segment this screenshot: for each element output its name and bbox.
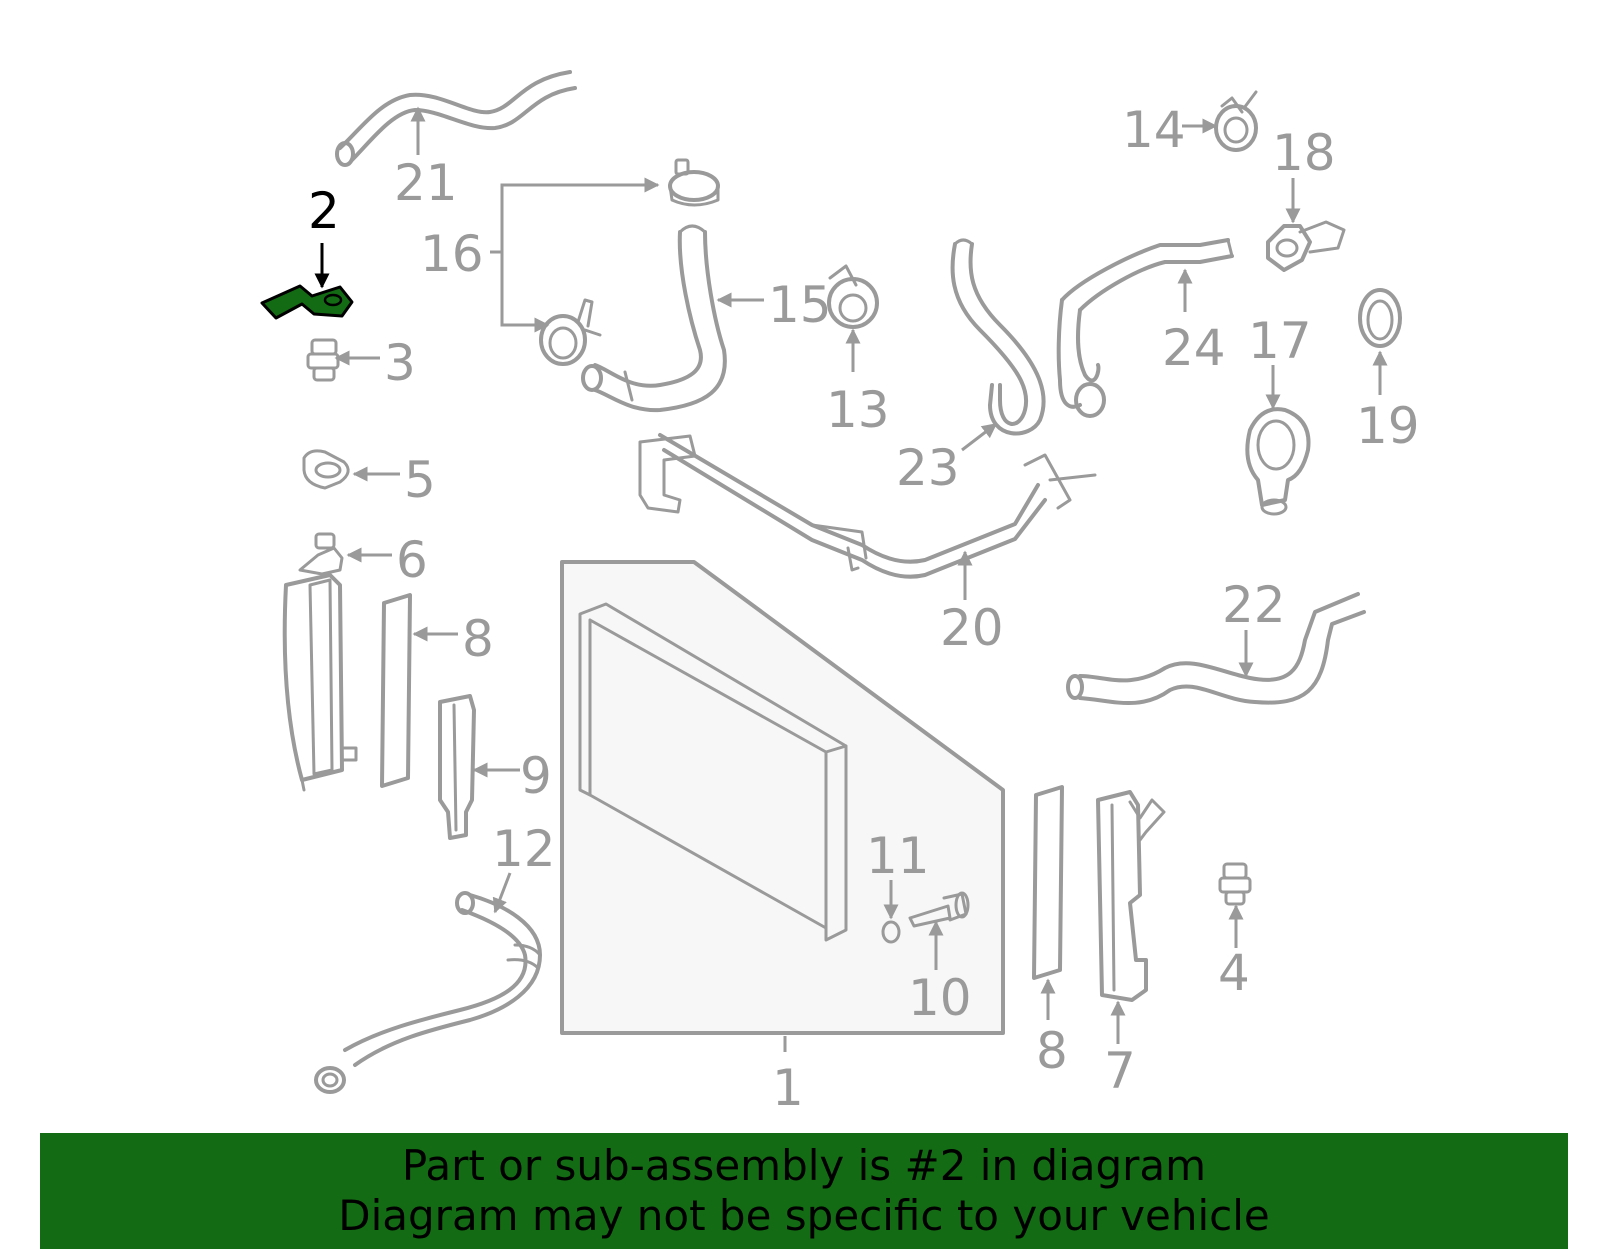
callout-5: 5 [404,451,436,509]
part-10-drain-cock[interactable] [908,891,970,928]
part-12-lower-hose[interactable] [314,891,542,1094]
callout-16: 16 [420,225,484,283]
callout-17: 17 [1248,312,1312,370]
part-15-hose[interactable] [581,224,727,413]
callout-3: 3 [384,334,416,392]
parts-diagram: 21 2 3 5 6 8 9 [260,70,1420,1117]
callout-8-left: 8 [462,610,494,668]
callout-9: 9 [520,747,552,805]
part-23-hose[interactable] [950,238,1046,436]
callout-12: 12 [492,820,556,878]
info-banner: Part or sub-assembly is #2 in diagram Di… [40,1133,1568,1249]
part-17-outlet[interactable] [1245,407,1311,516]
part-11-oring[interactable] [881,920,901,944]
callout-15: 15 [768,276,832,334]
banner-line-2: Diagram may not be specific to your vehi… [338,1191,1270,1240]
banner-line-1: Part or sub-assembly is #2 in diagram [401,1141,1207,1190]
part-4-plug[interactable] [1218,862,1252,906]
callout-8-right: 8 [1036,1022,1068,1080]
part-7-right-tank[interactable] [1096,790,1166,1002]
part-13-clamp[interactable] [827,264,879,329]
callout-18: 18 [1272,124,1336,182]
callout-11: 11 [866,827,930,885]
callout-23: 23 [896,439,960,497]
callout-13: 13 [826,381,890,439]
callout-6: 6 [396,531,428,589]
part-20-pipe[interactable] [638,433,1097,579]
callout-1: 1 [772,1059,804,1117]
callout-22: 22 [1222,576,1286,634]
part-8-seal-left[interactable] [380,593,412,788]
part-14-clamp[interactable] [1214,90,1258,152]
part-19-oring[interactable] [1358,288,1402,348]
part-2-bracket[interactable] [260,284,354,320]
part-5-gasket[interactable] [302,449,350,490]
part-16-clamps[interactable] [539,158,720,366]
callout-14: 14 [1122,101,1186,159]
callout-7: 7 [1104,1042,1136,1100]
callout-4: 4 [1218,944,1250,1002]
part-24-hose[interactable] [1056,238,1234,418]
part-21-upper-hose[interactable] [335,70,577,167]
part-9-bracket[interactable] [438,694,476,840]
part-6-left-tank[interactable] [282,532,358,792]
callout-20: 20 [940,599,1004,657]
part-8-seal-right[interactable] [1032,785,1064,980]
part-18-housing[interactable] [1266,220,1346,272]
callout-24: 24 [1162,319,1226,377]
callout-10: 10 [908,969,972,1027]
callout-19: 19 [1356,397,1420,455]
callout-2: 2 [308,182,340,240]
callout-21: 21 [394,154,458,212]
part-22-hose[interactable] [1066,592,1366,705]
part-3-plug[interactable] [306,338,340,382]
